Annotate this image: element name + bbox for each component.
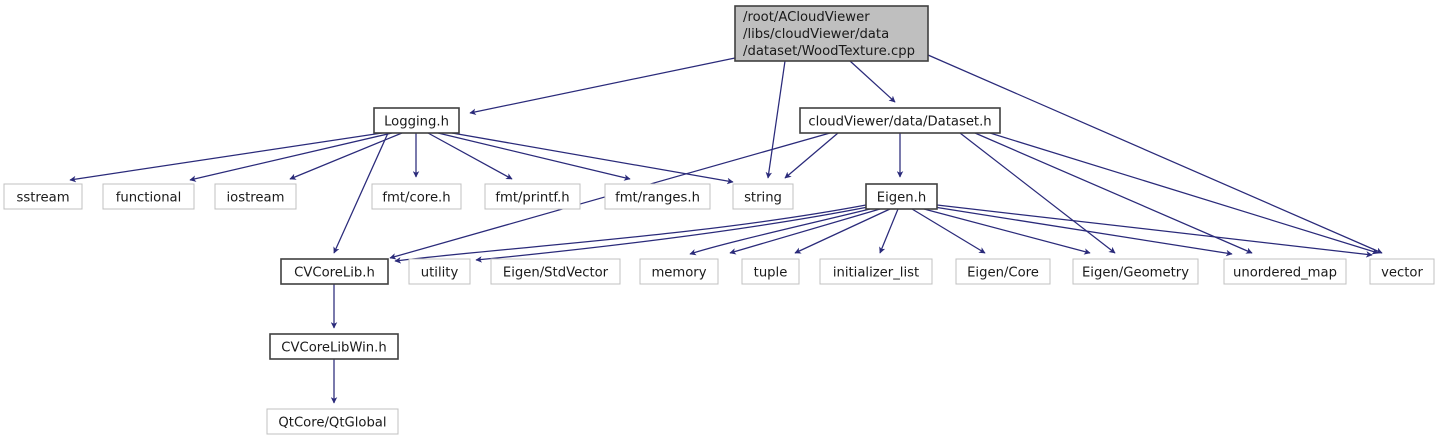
edge-eigen-to-stdvector bbox=[689, 208, 871, 256]
node-fmtranges[interactable]: fmt/ranges.h bbox=[604, 183, 711, 210]
node-box-fmtcore bbox=[371, 183, 462, 210]
edge-eigen-to-eigengeom bbox=[923, 208, 1091, 255]
node-label-fmtprintf: fmt/printf.h bbox=[495, 191, 569, 206]
node-iostream[interactable]: iostream bbox=[214, 183, 297, 210]
node-label-stdvector: Eigen/StdVector bbox=[503, 266, 609, 281]
node-dataset[interactable]: cloudViewer/data/Dataset.h bbox=[799, 107, 1001, 134]
node-root[interactable]: /root/ACloudViewer/libs/cloudViewer/data… bbox=[734, 5, 929, 62]
edge-eigen-to-vector bbox=[936, 204, 1373, 258]
node-box-cvcorelib bbox=[280, 258, 389, 285]
edge-root-to-logging bbox=[469, 57, 736, 115]
node-initlist[interactable]: initializer_list bbox=[819, 258, 933, 285]
edge-eigen-to-initlist bbox=[879, 208, 899, 254]
node-label-string: string bbox=[744, 191, 782, 206]
node-eigen[interactable]: Eigen.h bbox=[865, 183, 938, 210]
node-label-cvcorelib: CVCoreLib.h bbox=[294, 266, 375, 281]
node-box-eigencore bbox=[955, 258, 1051, 285]
node-label-iostream: iostream bbox=[227, 191, 285, 206]
node-utility[interactable]: utility bbox=[408, 258, 471, 285]
edge-logging-to-string bbox=[451, 132, 734, 185]
edge-dataset-to-unorderedmap bbox=[974, 132, 1253, 254]
node-label-qtglobal: QtCore/QtGlobal bbox=[278, 416, 386, 431]
edge-logging-to-fmtranges bbox=[437, 132, 631, 181]
edge-root-to-string bbox=[765, 60, 786, 179]
node-box-logging bbox=[373, 107, 460, 134]
node-sstream[interactable]: sstream bbox=[3, 183, 83, 210]
edge-eigen-to-tuple bbox=[794, 208, 891, 254]
node-label-tuple: tuple bbox=[754, 266, 788, 281]
node-box-iostream bbox=[214, 183, 297, 210]
edge-dataset-to-vector bbox=[989, 132, 1379, 255]
node-box-memory bbox=[639, 258, 719, 285]
node-label-root: /root/ACloudViewer/libs/cloudViewer/data… bbox=[743, 10, 915, 59]
node-fmtprintf[interactable]: fmt/printf.h bbox=[484, 183, 581, 210]
node-label-sstream: sstream bbox=[16, 191, 69, 206]
node-label-initlist: initializer_list bbox=[833, 266, 919, 281]
node-label-fmtranges: fmt/ranges.h bbox=[615, 191, 700, 206]
node-label-vector: vector bbox=[1381, 266, 1423, 281]
node-label-dataset: cloudViewer/data/Dataset.h bbox=[808, 115, 991, 130]
edge-logging-to-sstream bbox=[69, 132, 383, 183]
edge-root-to-dataset bbox=[849, 60, 896, 103]
node-label-functional: functional bbox=[116, 191, 182, 206]
node-qtglobal[interactable]: QtCore/QtGlobal bbox=[266, 408, 399, 435]
node-label-eigengeom: Eigen/Geometry bbox=[1082, 266, 1189, 281]
node-box-qtglobal bbox=[266, 408, 399, 435]
node-eigengeom[interactable]: Eigen/Geometry bbox=[1072, 258, 1199, 285]
node-label-unorderedmap: unordered_map bbox=[1233, 266, 1337, 281]
node-box-utility bbox=[408, 258, 471, 285]
node-box-eigengeom bbox=[1072, 258, 1199, 285]
node-cvcorelib[interactable]: CVCoreLib.h bbox=[280, 258, 389, 285]
node-vector[interactable]: vector bbox=[1369, 258, 1435, 285]
node-tuple[interactable]: tuple bbox=[741, 258, 800, 285]
node-string[interactable]: string bbox=[732, 183, 794, 210]
edge-logging-to-functional bbox=[189, 132, 393, 182]
node-box-dataset bbox=[799, 107, 1001, 134]
edge-logging-to-cvcorelib bbox=[333, 132, 389, 254]
node-eigencore[interactable]: Eigen/Core bbox=[955, 258, 1051, 285]
node-label-eigencore: Eigen/Core bbox=[967, 266, 1039, 281]
node-label-fmtcore: fmt/core.h bbox=[382, 191, 450, 206]
edge-dataset-to-eigengeom bbox=[959, 132, 1116, 254]
node-box-root bbox=[734, 5, 929, 62]
node-box-stdvector bbox=[490, 258, 621, 285]
node-memory[interactable]: memory bbox=[639, 258, 719, 285]
edge-root-to-vector bbox=[927, 54, 1383, 254]
node-cvcorelibwin[interactable]: CVCoreLibWin.h bbox=[269, 333, 399, 360]
node-label-logging: Logging.h bbox=[384, 115, 449, 130]
node-stdvector[interactable]: Eigen/StdVector bbox=[490, 258, 621, 285]
edge-dataset-to-string bbox=[784, 132, 839, 179]
node-box-fmtranges bbox=[604, 183, 711, 210]
node-box-tuple bbox=[741, 258, 800, 285]
node-label-memory: memory bbox=[651, 266, 706, 281]
graph-nodes: /root/ACloudViewer/libs/cloudViewer/data… bbox=[3, 5, 1435, 435]
edge-eigen-to-utility bbox=[475, 206, 869, 263]
node-label-eigen: Eigen.h bbox=[877, 191, 926, 206]
node-box-eigen bbox=[865, 183, 938, 210]
node-box-fmtprintf bbox=[484, 183, 581, 210]
node-box-string bbox=[732, 183, 794, 210]
node-box-vector bbox=[1369, 258, 1435, 285]
edge-eigen-to-memory bbox=[729, 208, 881, 255]
node-functional[interactable]: functional bbox=[102, 183, 195, 210]
edge-eigen-to-eigencore bbox=[911, 208, 986, 254]
edge-logging-to-iostream bbox=[289, 132, 403, 180]
node-logging[interactable]: Logging.h bbox=[373, 107, 460, 134]
node-label-utility: utility bbox=[421, 266, 459, 281]
node-box-sstream bbox=[3, 183, 83, 210]
edge-eigen-to-cvcorelib bbox=[394, 204, 867, 264]
graph-edges bbox=[69, 54, 1383, 404]
node-box-cvcorelibwin bbox=[269, 333, 399, 360]
node-box-initlist bbox=[819, 258, 933, 285]
edge-eigen-to-unorderedmap bbox=[933, 206, 1233, 257]
node-label-cvcorelibwin: CVCoreLibWin.h bbox=[281, 341, 386, 356]
node-unorderedmap[interactable]: unordered_map bbox=[1223, 258, 1347, 285]
node-box-functional bbox=[102, 183, 195, 210]
edge-logging-to-fmtprintf bbox=[427, 132, 513, 180]
node-fmtcore[interactable]: fmt/core.h bbox=[371, 183, 462, 210]
node-box-unorderedmap bbox=[1223, 258, 1347, 285]
